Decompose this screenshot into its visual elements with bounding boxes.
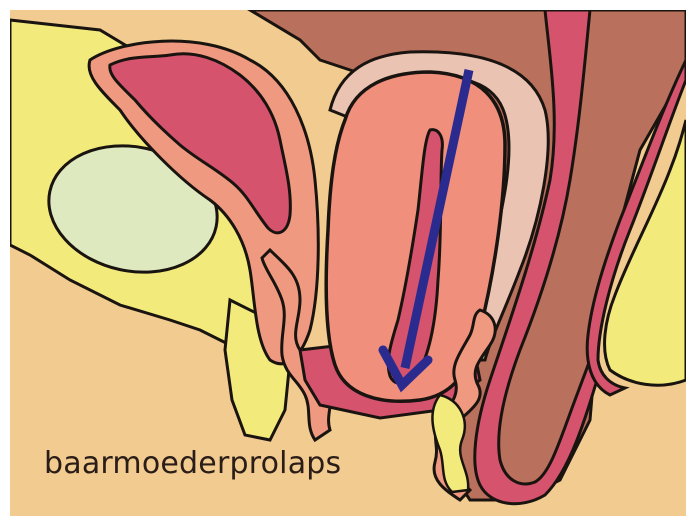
diagram-caption: baarmoederprolaps (44, 446, 341, 481)
